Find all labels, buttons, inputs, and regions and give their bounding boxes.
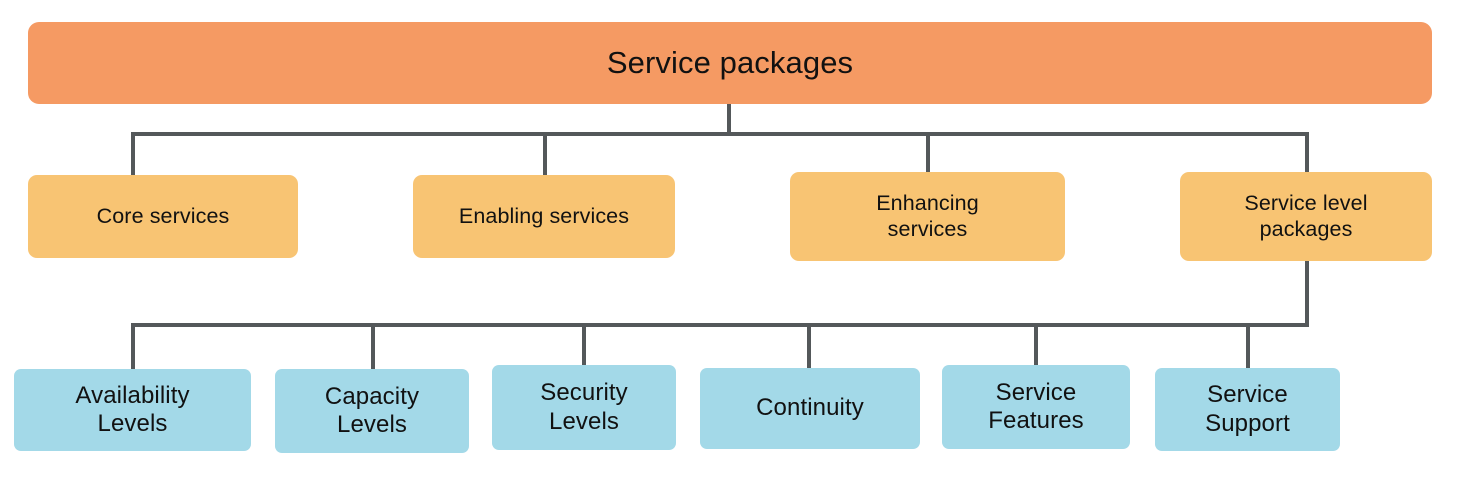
node-service-level-packages[interactable]: Service level packages (1180, 172, 1432, 261)
node-root-service-packages[interactable]: Service packages (28, 22, 1432, 104)
connector-level2-drop-0 (131, 323, 135, 371)
node-capacity-levels[interactable]: Capacity Levels (275, 369, 469, 453)
connector-level2-parent-stem (1305, 260, 1309, 327)
connector-level2-drop-3 (807, 323, 811, 371)
node-continuity[interactable]: Continuity (700, 368, 920, 449)
connector-level2-bus (131, 323, 1309, 327)
connector-level1-drop-1 (543, 132, 547, 177)
connector-level1-drop-0 (131, 132, 135, 177)
connector-level1-drop-3 (1305, 132, 1309, 177)
connector-level1-drop-2 (926, 132, 930, 177)
node-core-services[interactable]: Core services (28, 175, 298, 258)
node-service-support[interactable]: Service Support (1155, 368, 1340, 451)
connector-level2-drop-4 (1034, 323, 1038, 371)
connector-level1-bus (131, 132, 1309, 136)
node-availability-levels[interactable]: Availability Levels (14, 369, 251, 451)
node-service-features[interactable]: Service Features (942, 365, 1130, 449)
node-security-levels[interactable]: Security Levels (492, 365, 676, 450)
node-enhancing-services[interactable]: Enhancing services (790, 172, 1065, 261)
connector-level2-drop-1 (371, 323, 375, 371)
node-enabling-services[interactable]: Enabling services (413, 175, 675, 258)
connector-level2-drop-2 (582, 323, 586, 371)
connector-root-stem (727, 103, 731, 136)
connector-level2-drop-5 (1246, 323, 1250, 371)
